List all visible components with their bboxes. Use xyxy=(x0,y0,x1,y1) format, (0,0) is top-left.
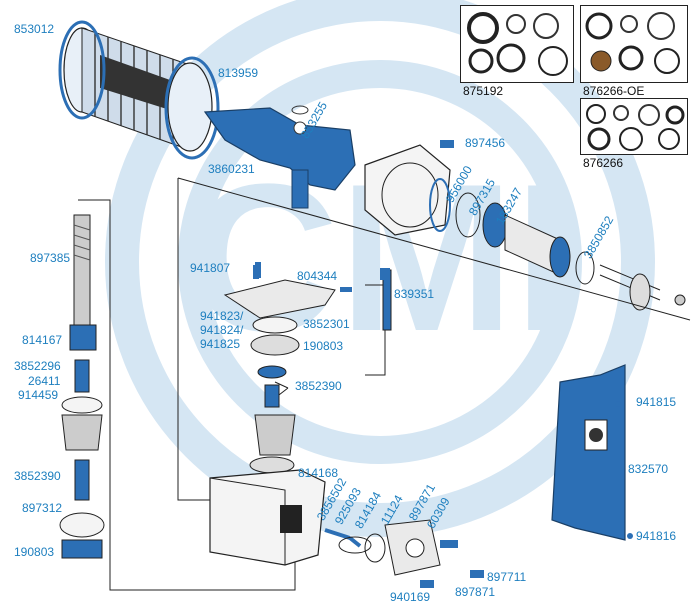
callout-814168[interactable]: 814168 xyxy=(298,466,339,480)
kit-seals-icon xyxy=(467,12,568,76)
callout-3852296[interactable]: 3852296 xyxy=(14,359,61,373)
callout-897871-lower[interactable]: 897871 xyxy=(455,585,496,599)
callout-26411[interactable]: 26411 xyxy=(28,374,61,388)
callout-190803-upper[interactable]: 190803 xyxy=(303,339,344,353)
callout-3860231[interactable]: 3860231 xyxy=(208,162,255,176)
kit-label-875192: 875192 xyxy=(463,84,504,98)
kit-box-875192[interactable] xyxy=(460,5,574,83)
callout-839351[interactable]: 839351 xyxy=(394,287,435,301)
lower-housing xyxy=(209,469,484,588)
callout-941815[interactable]: 941815 xyxy=(636,395,677,409)
callout-804344[interactable]: 804344 xyxy=(297,269,338,283)
kit-box-876266[interactable] xyxy=(580,98,688,155)
callout-832570[interactable]: 832570 xyxy=(628,462,669,476)
callout-914459[interactable]: 914459 xyxy=(18,388,59,402)
kit-box-876266-oe[interactable] xyxy=(580,5,688,83)
callout-3852301[interactable]: 3852301 xyxy=(303,317,350,331)
callout-941825[interactable]: 941825 xyxy=(200,337,241,351)
callout-3852390-left[interactable]: 3852390 xyxy=(14,469,61,483)
center-gear-stack xyxy=(223,262,392,474)
callout-190803-lower[interactable]: 190803 xyxy=(14,545,55,559)
drive-shaft-part xyxy=(59,214,105,559)
u-joint-part xyxy=(203,105,356,209)
callout-941823[interactable]: 941823/ xyxy=(200,309,244,323)
cover-plate-part xyxy=(551,364,633,541)
kit-seals-icon xyxy=(585,12,680,74)
small-fasteners xyxy=(253,140,454,292)
callout-3852390-center[interactable]: 3852390 xyxy=(295,379,342,393)
callout-813959[interactable]: 813959 xyxy=(218,66,259,80)
callout-897456[interactable]: 897456 xyxy=(465,136,506,150)
callout-897711[interactable]: 897711 xyxy=(487,570,527,584)
callout-897312[interactable]: 897312 xyxy=(22,501,63,515)
callout-941816[interactable]: 941816 xyxy=(636,529,677,543)
callout-853012[interactable]: 853012 xyxy=(14,22,55,36)
upper-gear-housing xyxy=(364,144,686,311)
callout-897385[interactable]: 897385 xyxy=(30,251,71,265)
kit-label-876266: 876266 xyxy=(583,156,624,170)
callout-814167[interactable]: 814167 xyxy=(22,333,63,347)
kit-seals-icon xyxy=(586,104,685,151)
callout-941824[interactable]: 941824/ xyxy=(200,323,244,337)
kit-label-876266-oe: 876266-OE xyxy=(583,84,645,98)
callout-940169[interactable]: 940169 xyxy=(390,590,431,604)
callout-941807[interactable]: 941807 xyxy=(190,261,231,275)
bellows-part xyxy=(58,20,220,160)
